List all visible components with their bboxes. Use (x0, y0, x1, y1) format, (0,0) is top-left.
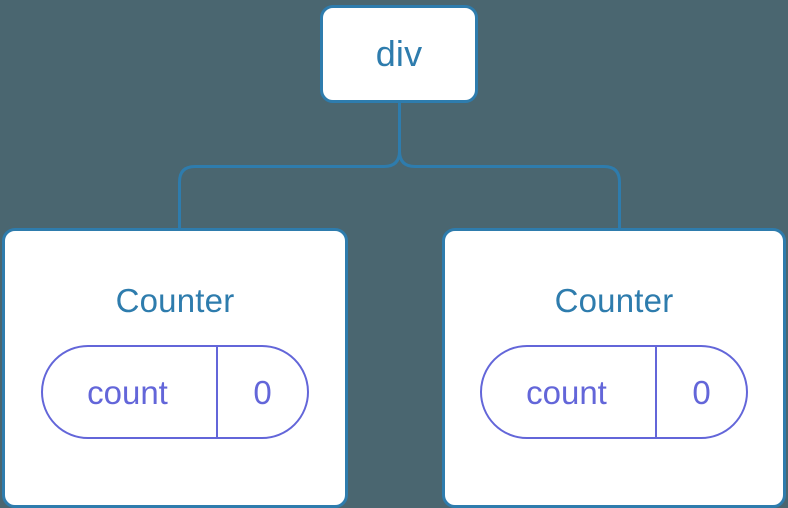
connector-left-branch (178, 100, 401, 233)
node-div[interactable]: div (320, 5, 478, 103)
node-counter-1[interactable]: Counter count 0 (442, 228, 786, 508)
state-pill-1[interactable]: count 0 (480, 345, 748, 439)
state-value-1: 0 (692, 373, 711, 411)
state-pill-0[interactable]: count 0 (41, 345, 309, 439)
node-counter-1-label: Counter (554, 282, 674, 319)
state-key-0: count (43, 347, 218, 437)
connector-right-branch (398, 100, 621, 233)
state-value-0: 0 (253, 373, 272, 411)
state-key-1: count (482, 347, 657, 437)
node-div-label: div (375, 33, 423, 74)
node-counter-0[interactable]: Counter count 0 (2, 228, 348, 508)
diagram-canvas: div Counter count 0 Counter count 0 (2, 5, 786, 508)
node-counter-0-label: Counter (115, 282, 235, 319)
